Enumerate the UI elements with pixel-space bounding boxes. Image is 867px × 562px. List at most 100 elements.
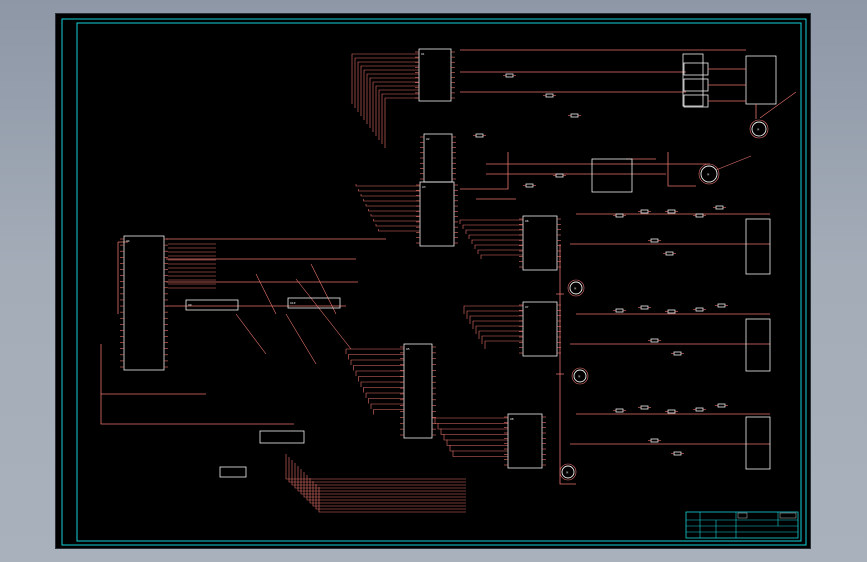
motor-label: M — [566, 470, 568, 474]
bus-wire — [434, 417, 508, 424]
resistor — [650, 338, 659, 343]
bus-wire — [484, 340, 523, 349]
ic-body — [403, 343, 433, 439]
bus-wire — [358, 376, 404, 382]
resistor — [667, 309, 676, 314]
bus-wire — [370, 214, 420, 217]
bus-wire — [285, 454, 466, 480]
resistor — [545, 93, 554, 98]
ic-label: U8 — [510, 417, 514, 421]
bus-wire — [355, 370, 404, 376]
ic-body — [522, 301, 558, 357]
bus-wire — [369, 77, 419, 128]
motor-symbol: M — [698, 163, 720, 185]
bus-wire — [437, 423, 508, 430]
motor-ring — [698, 163, 720, 185]
resistor — [640, 305, 649, 310]
bus-wire — [469, 315, 523, 324]
ic-label: U7 — [525, 305, 529, 309]
bus-wire — [459, 219, 523, 224]
bus-wire — [297, 466, 466, 492]
bus-wire — [288, 457, 466, 483]
left-bus-harness — [100, 238, 386, 425]
bus-wire — [300, 469, 466, 495]
resistor — [717, 403, 726, 408]
ic-u10: U10 — [287, 297, 341, 309]
motor-ring — [749, 119, 769, 139]
title-block-logo — [737, 512, 748, 519]
ic-u5: U5 — [400, 343, 436, 439]
bus-wire — [354, 57, 419, 108]
bus-wire — [318, 487, 466, 513]
bus-wire — [480, 254, 523, 259]
ic-u4: U4 — [120, 235, 168, 371]
resistor — [717, 303, 726, 308]
bus-wire — [365, 392, 404, 398]
motor-circle — [573, 369, 587, 383]
resistor — [695, 307, 704, 312]
motor-symbol: M — [559, 463, 577, 481]
bus-wire — [368, 209, 420, 212]
resistor — [667, 209, 676, 214]
bus-wire — [365, 204, 420, 207]
bus-wire — [315, 484, 466, 510]
bus-wire — [294, 463, 466, 489]
resistor — [665, 251, 674, 256]
resistor — [475, 133, 484, 138]
motor-symbol: M — [567, 279, 585, 297]
motor-circle — [569, 281, 583, 295]
ic-u7: U7 — [519, 301, 561, 357]
ic-body — [423, 133, 453, 183]
ic-label: U9 — [188, 303, 192, 307]
bus-wire — [348, 354, 404, 360]
resistor — [555, 173, 564, 178]
bus-wire — [373, 219, 420, 222]
resistor — [615, 308, 624, 313]
resistor — [673, 351, 682, 356]
resistor — [650, 438, 659, 443]
ic-body — [507, 413, 543, 469]
ic-body — [185, 299, 239, 311]
ic-label: U2 — [426, 137, 430, 141]
ic-body — [287, 297, 341, 309]
bus-wire — [478, 330, 523, 339]
resistor — [695, 407, 704, 412]
resistor — [673, 451, 682, 456]
bus-wire — [363, 199, 420, 202]
ic-label: U10 — [290, 301, 296, 305]
bus-wire — [472, 320, 523, 329]
motor-label: M — [578, 374, 580, 378]
resistor — [695, 213, 704, 218]
top-output-driver-block — [460, 49, 797, 200]
bus-wire — [370, 403, 404, 409]
bus-wire — [363, 69, 419, 120]
bus-wire — [449, 445, 508, 452]
resistor — [640, 405, 649, 410]
bus-wire — [312, 481, 466, 507]
bus-wire — [306, 475, 466, 501]
resistor — [615, 408, 624, 413]
bus-wire — [375, 224, 420, 227]
resistor — [570, 113, 579, 118]
lower-channel-blocks — [556, 213, 771, 485]
resistor — [640, 209, 649, 214]
bus-wire — [373, 409, 404, 415]
bus-wire — [466, 310, 523, 319]
bus-wire — [360, 65, 419, 116]
bus-wire — [471, 239, 523, 244]
ic-body — [418, 48, 452, 102]
passive-components — [473, 73, 728, 456]
motor-label: M — [757, 127, 759, 131]
resistor — [667, 409, 676, 414]
ic-u9: U9 — [185, 299, 239, 311]
ic-label: U3 — [422, 185, 426, 189]
ic-u2: U2 — [420, 133, 456, 183]
bus-wire — [468, 234, 523, 239]
motor-circle — [751, 121, 767, 137]
resistor — [615, 213, 624, 218]
bus-wire — [462, 224, 523, 229]
bus-wire — [446, 439, 508, 446]
